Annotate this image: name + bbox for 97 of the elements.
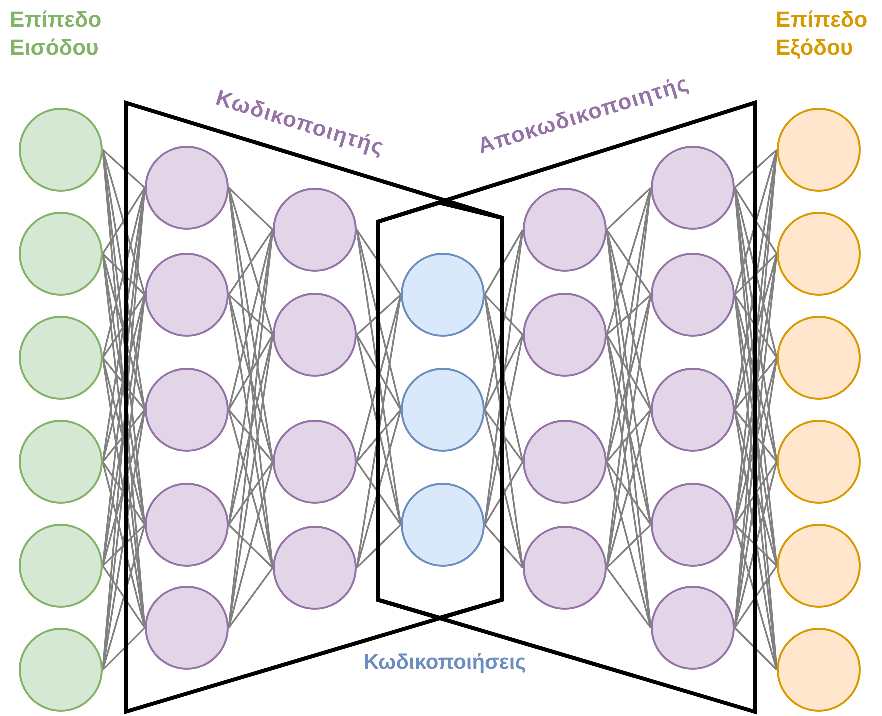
connection-line (606, 334, 652, 410)
circle-node (523, 293, 607, 377)
circle-node (651, 368, 735, 452)
connection-line (606, 462, 652, 628)
circle-node (145, 483, 229, 567)
connection-line (102, 149, 146, 189)
connection-line (102, 566, 146, 628)
connection-line (228, 187, 274, 231)
connection-line (606, 187, 652, 231)
connection-line (484, 294, 524, 462)
connection-line (356, 410, 402, 568)
connection-line (102, 150, 146, 296)
connection-line (734, 294, 778, 358)
circle-node (145, 586, 229, 670)
connection-line (102, 357, 146, 411)
connection-line (228, 410, 274, 568)
connection-line (228, 461, 274, 526)
connection-line (228, 567, 274, 629)
connection-line (228, 294, 274, 336)
connection-line (606, 294, 652, 336)
circle-node (19, 420, 103, 504)
connection-line (734, 149, 778, 189)
connection-line (228, 409, 274, 463)
circle-node (523, 420, 607, 504)
circle-node (777, 316, 861, 400)
connection-line (606, 461, 652, 526)
connection-line (484, 294, 524, 336)
connection-line (606, 294, 652, 462)
connection-line (734, 524, 778, 567)
circle-node (777, 628, 861, 712)
connection-line (102, 627, 146, 671)
circle-node (145, 253, 229, 337)
circle-node (273, 188, 357, 272)
connection-line (102, 409, 146, 463)
connection-line (102, 524, 146, 567)
circle-node (401, 253, 485, 337)
connection-line (102, 294, 146, 358)
connection-line (734, 409, 778, 463)
connection-line (734, 253, 778, 296)
connection-line (356, 294, 402, 336)
connection-line (606, 524, 652, 569)
circle-node (777, 524, 861, 608)
circle-node (777, 108, 861, 192)
connection-line (606, 567, 652, 629)
connection-line (484, 230, 524, 296)
connection-line (484, 410, 524, 568)
circle-node (19, 316, 103, 400)
connection-line (734, 566, 778, 628)
circle-node (523, 188, 607, 272)
circle-node (19, 628, 103, 712)
circle-node (651, 586, 735, 670)
layer-title: Επίπεδο Εξόδου (776, 6, 869, 62)
circle-node (19, 108, 103, 192)
connection-line (102, 188, 146, 254)
connection-line (734, 524, 778, 670)
circle-node (777, 420, 861, 504)
connection-line (734, 357, 778, 411)
connection-line (102, 253, 146, 296)
circle-node (651, 483, 735, 567)
circle-node (19, 524, 103, 608)
connection-line (484, 462, 524, 526)
connection-line (734, 462, 778, 526)
connection-line (102, 462, 146, 526)
connection-line (606, 188, 652, 336)
connection-line (356, 461, 402, 526)
connection-line (484, 524, 524, 569)
connection-line (356, 524, 402, 569)
connection-line (228, 524, 274, 569)
connection-line (356, 409, 402, 463)
connection-line (228, 188, 274, 336)
connection-line (484, 409, 524, 463)
connection-line (228, 294, 274, 462)
connection-line (356, 334, 402, 410)
circle-node (401, 368, 485, 452)
connection-line (484, 334, 524, 410)
connection-line (356, 230, 402, 296)
circle-node (777, 212, 861, 296)
circle-node (273, 293, 357, 377)
connection-line (606, 409, 652, 463)
circle-node (145, 368, 229, 452)
connection-line (606, 230, 652, 296)
connection-line (734, 150, 778, 296)
connection-line (356, 294, 402, 462)
layer-title: Επίπεδο Εισόδου (10, 6, 103, 62)
connection-line (228, 334, 274, 410)
group-title: Κωδικοποιήσεις (362, 650, 528, 676)
circle-node (651, 253, 735, 337)
circle-node (19, 212, 103, 296)
circle-node (523, 526, 607, 610)
connection-line (228, 230, 274, 296)
circle-node (401, 483, 485, 567)
connection-line (734, 627, 778, 671)
connection-line (734, 188, 778, 254)
connection-line (102, 524, 146, 670)
circle-node (273, 526, 357, 610)
circle-node (273, 420, 357, 504)
connection-line (606, 410, 652, 568)
